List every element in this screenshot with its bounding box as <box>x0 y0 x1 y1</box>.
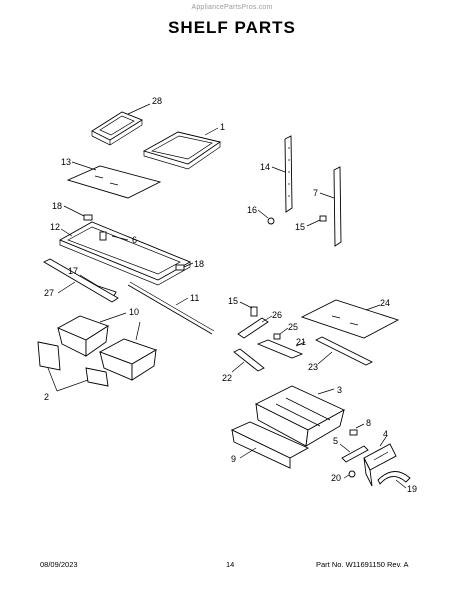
callout-17: 17 <box>68 266 78 276</box>
footer-date: 08/09/2023 <box>40 560 78 569</box>
part-9-tray-cover[interactable] <box>230 421 310 469</box>
callout-6: 6 <box>132 235 137 245</box>
part-6-bracket[interactable] <box>99 231 107 241</box>
callout-7: 7 <box>313 188 318 198</box>
callout-10: 10 <box>129 307 139 317</box>
callout-5: 5 <box>333 436 338 446</box>
page-title: SHELF PARTS <box>168 18 296 37</box>
callout-18-upper: 18 <box>52 201 62 211</box>
footer-part-number: Part No. W11691150 Rev. A <box>316 560 409 569</box>
callout-15-lower: 15 <box>228 296 238 306</box>
part-23-shelf-rail[interactable] <box>314 336 374 366</box>
callout-8: 8 <box>366 418 371 428</box>
part-16-screw[interactable] <box>267 217 275 225</box>
callout-20: 20 <box>331 473 341 483</box>
part-21-cover-rail[interactable] <box>256 339 304 359</box>
callout-21: 21 <box>296 337 306 347</box>
callout-18-lower: 18 <box>194 259 204 269</box>
part-20-screw[interactable] <box>348 470 356 478</box>
callout-12: 12 <box>50 222 60 232</box>
callout-22: 22 <box>222 373 232 383</box>
part-1-shelf-frame[interactable] <box>142 131 222 170</box>
callout-27: 27 <box>44 288 54 298</box>
callout-23: 23 <box>308 362 318 372</box>
part-2-drawer-cover-left[interactable] <box>37 341 61 371</box>
callout-11: 11 <box>190 293 199 303</box>
part-12-shelf-frame-assembly[interactable] <box>58 221 192 286</box>
part-18-screw-lower[interactable] <box>175 264 185 271</box>
callout-26: 26 <box>272 310 282 320</box>
callout-15-upper: 15 <box>295 222 305 232</box>
callout-9: 9 <box>231 454 236 464</box>
part-3-lower-tray[interactable] <box>254 385 345 447</box>
part-14-left-rail[interactable] <box>284 135 293 213</box>
part-10-crisper-drawer-right[interactable] <box>98 338 158 381</box>
callout-25: 25 <box>288 322 298 332</box>
footer-page-number: 14 <box>226 560 235 569</box>
part-7-right-rail[interactable] <box>333 166 342 247</box>
callout-2: 2 <box>44 392 49 402</box>
callout-4: 4 <box>383 429 388 439</box>
part-25-clip[interactable] <box>273 333 281 340</box>
callout-28: 28 <box>152 96 162 106</box>
part-8-clip[interactable] <box>349 429 358 436</box>
callout-1: 1 <box>220 122 225 132</box>
callout-3: 3 <box>337 385 342 395</box>
part-24-glass-shelf-right[interactable] <box>300 299 400 339</box>
part-10-crisper-drawer-left[interactable] <box>56 315 110 357</box>
callout-24: 24 <box>380 298 390 308</box>
part-5-bracket[interactable] <box>341 445 369 463</box>
callout-16: 16 <box>247 205 257 215</box>
callout-19: 19 <box>407 484 417 494</box>
part-13-glass-shelf[interactable] <box>66 165 162 199</box>
part-4-housing[interactable] <box>363 443 397 487</box>
part-28-shelf-bin[interactable] <box>91 111 143 146</box>
part-2-drawer-cover-right[interactable] <box>85 367 109 387</box>
part-19-trim-strip[interactable] <box>377 471 411 485</box>
part-11-rod[interactable] <box>127 281 215 335</box>
callout-13: 13 <box>61 157 71 167</box>
part-26-cover-bracket[interactable] <box>237 317 269 339</box>
part-18-screw-upper[interactable] <box>83 214 93 221</box>
part-27-shelf-trim[interactable] <box>43 258 119 303</box>
part-22-cover-trim[interactable] <box>233 348 265 372</box>
part-15-screw-right[interactable] <box>250 306 258 317</box>
callout-14: 14 <box>260 162 270 172</box>
part-15-clip[interactable] <box>319 215 327 222</box>
watermark: AppliancePartsPros.com <box>191 4 273 11</box>
